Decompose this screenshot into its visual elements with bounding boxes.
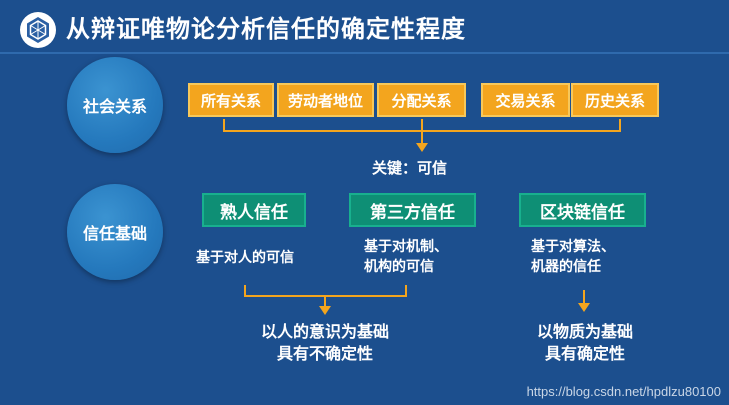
conclusion-line: 具有确定性 — [544, 344, 625, 363]
trust-desc-line: 基于对算法、 — [531, 239, 615, 255]
conclusion-consciousness: 以人的意识为基础 具有不确定性 — [240, 321, 410, 365]
circle-trust-basis: 信任基础 — [67, 184, 163, 280]
trust-box-blockchain: 区块链信任 — [519, 193, 646, 227]
conclusion-line: 以物质为基础 — [536, 322, 633, 341]
relation-box-label: 劳动者地位 — [287, 91, 363, 110]
relation-box-label: 交易关系 — [495, 91, 556, 110]
trust-box-label: 第三方信任 — [370, 202, 455, 223]
trust-left-bracket — [244, 285, 407, 297]
conclusion-line: 以人的意识为基础 — [260, 322, 389, 341]
relation-box-history: 历史关系 — [571, 83, 659, 117]
relation-box-labor-status: 劳动者地位 — [277, 83, 374, 117]
trust-box-label: 区块链信任 — [540, 202, 625, 223]
circle-social-relations: 社会关系 — [67, 57, 163, 153]
relation-box-ownership: 所有关系 — [188, 83, 274, 117]
relation-box-label: 分配关系 — [391, 91, 452, 110]
watermark-url: https://blog.csdn.net/hpdlzu80100 — [526, 384, 721, 399]
trust-right-arrow-head — [578, 303, 590, 312]
trust-desc-acquaintance: 基于对人的可信 — [196, 248, 294, 268]
page-title: 从辩证唯物论分析信任的确定性程度 — [66, 15, 466, 43]
trust-box-third-party: 第三方信任 — [349, 193, 476, 227]
relations-arrow-head — [416, 143, 428, 152]
trust-desc-line: 基于对人的可信 — [196, 250, 294, 266]
relation-box-label: 所有关系 — [200, 91, 261, 110]
title-divider — [0, 52, 729, 54]
trust-desc-third-party: 基于对机制、 机构的可信 — [364, 237, 448, 277]
trust-left-arrow-head — [319, 306, 331, 315]
relation-box-distribution: 分配关系 — [377, 83, 466, 117]
trust-desc-line: 基于对机制、 — [364, 239, 448, 255]
trust-box-label: 熟人信任 — [220, 202, 288, 223]
trust-box-acquaintance: 熟人信任 — [202, 193, 306, 227]
circle-social-relations-label: 社会关系 — [82, 97, 147, 116]
keyword-credibility: 关键：可信 — [372, 159, 448, 177]
conclusion-material: 以物质为基础 具有确定性 — [515, 321, 655, 365]
relation-box-label: 历史关系 — [584, 91, 645, 110]
trust-desc-line: 机器的信任 — [531, 259, 601, 275]
relation-box-exchange: 交易关系 — [481, 83, 570, 117]
social-relations-row: 所有关系 劳动者地位 分配关系 交易关系 历史关系 — [188, 83, 659, 117]
hexagon-logo-icon — [20, 12, 56, 48]
circle-trust-basis-label: 信任基础 — [82, 224, 147, 243]
trust-desc-line: 机构的可信 — [364, 259, 434, 275]
conclusion-line: 具有不确定性 — [276, 344, 373, 363]
trust-desc-blockchain: 基于对算法、 机器的信任 — [531, 237, 615, 277]
